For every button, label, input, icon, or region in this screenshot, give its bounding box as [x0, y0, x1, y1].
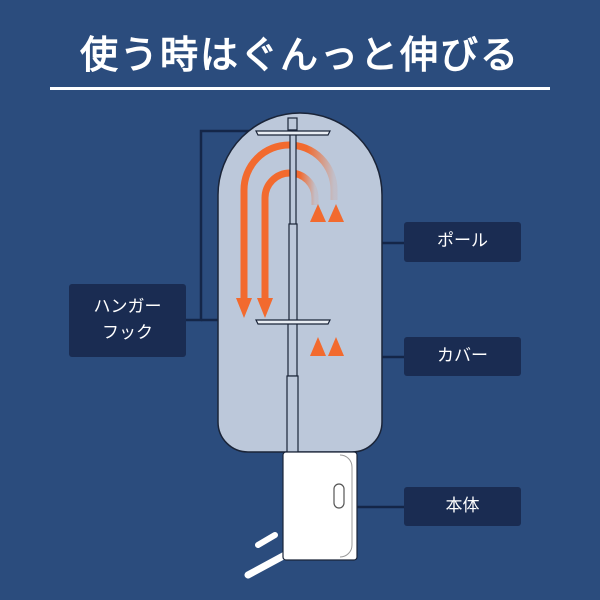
label-hanger-hook-line2: フック — [102, 322, 153, 343]
title-underline — [50, 87, 550, 90]
hanger-hooks — [255, 130, 331, 325]
label-cover: カバー — [404, 337, 521, 376]
page-title: 使う時はぐんっと伸びる — [79, 33, 520, 77]
base-unit — [244, 451, 358, 579]
pole — [286, 117, 299, 453]
label-hanger-hook-line1: ハンガー — [93, 297, 162, 317]
arrow-heads — [236, 204, 344, 356]
label-body: 本体 — [404, 487, 521, 526]
label-pole: ポール — [404, 222, 521, 262]
label-hanger-hook: ハンガー フック — [69, 284, 186, 357]
cover — [217, 112, 383, 453]
